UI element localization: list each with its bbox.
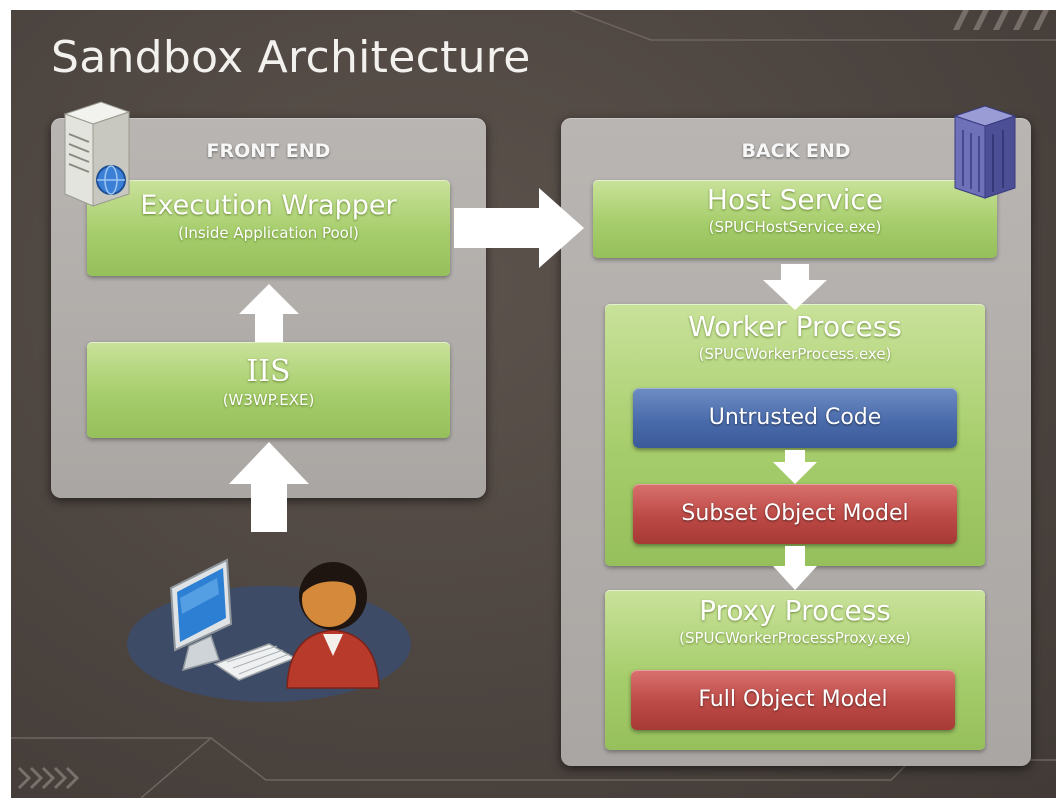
arrow-host-to-worker (763, 264, 827, 310)
proxy-process-subtitle: (SPUCWorkerProcessProxy.exe) (679, 629, 911, 647)
page-title: Sandbox Architecture (51, 32, 531, 83)
iis-box: IIS (W3WP.EXE) (87, 342, 450, 438)
arrow-iis-to-wrapper (239, 284, 299, 342)
slide: Sandbox Architecture FRONT END Execution… (11, 10, 1056, 798)
server-rack-icon (953, 105, 1017, 199)
subset-object-model-box: Subset Object Model (633, 484, 957, 544)
back-end-label: BACK END (741, 140, 851, 162)
host-service-box: Host Service (SPUCHostService.exe) (593, 180, 997, 258)
decorative-lines (11, 10, 1056, 798)
front-end-label: FRONT END (206, 140, 331, 162)
untrusted-code-box: Untrusted Code (633, 388, 957, 448)
worker-process-subtitle: (SPUCWorkerProcess.exe) (698, 345, 892, 363)
proxy-process-title: Proxy Process (699, 594, 891, 627)
user-at-computer-icon (127, 558, 411, 702)
worker-process-title: Worker Process (688, 310, 902, 343)
execution-wrapper-box: Execution Wrapper (Inside Application Po… (87, 180, 450, 276)
full-object-model-box: Full Object Model (631, 670, 955, 730)
execution-wrapper-subtitle: (Inside Application Pool) (178, 224, 359, 242)
server-icon (63, 101, 131, 207)
arrow-user-to-iis (229, 442, 309, 532)
arrow-untrusted-to-subset (773, 450, 817, 484)
host-service-title: Host Service (706, 183, 884, 216)
execution-wrapper-title: Execution Wrapper (140, 190, 397, 221)
iis-title: IIS (246, 354, 291, 389)
iis-subtitle: (W3WP.EXE) (222, 391, 315, 409)
host-service-subtitle: (SPUCHostService.exe) (708, 218, 882, 236)
arrow-front-to-back (454, 188, 584, 268)
arrow-worker-to-proxy (773, 546, 817, 590)
